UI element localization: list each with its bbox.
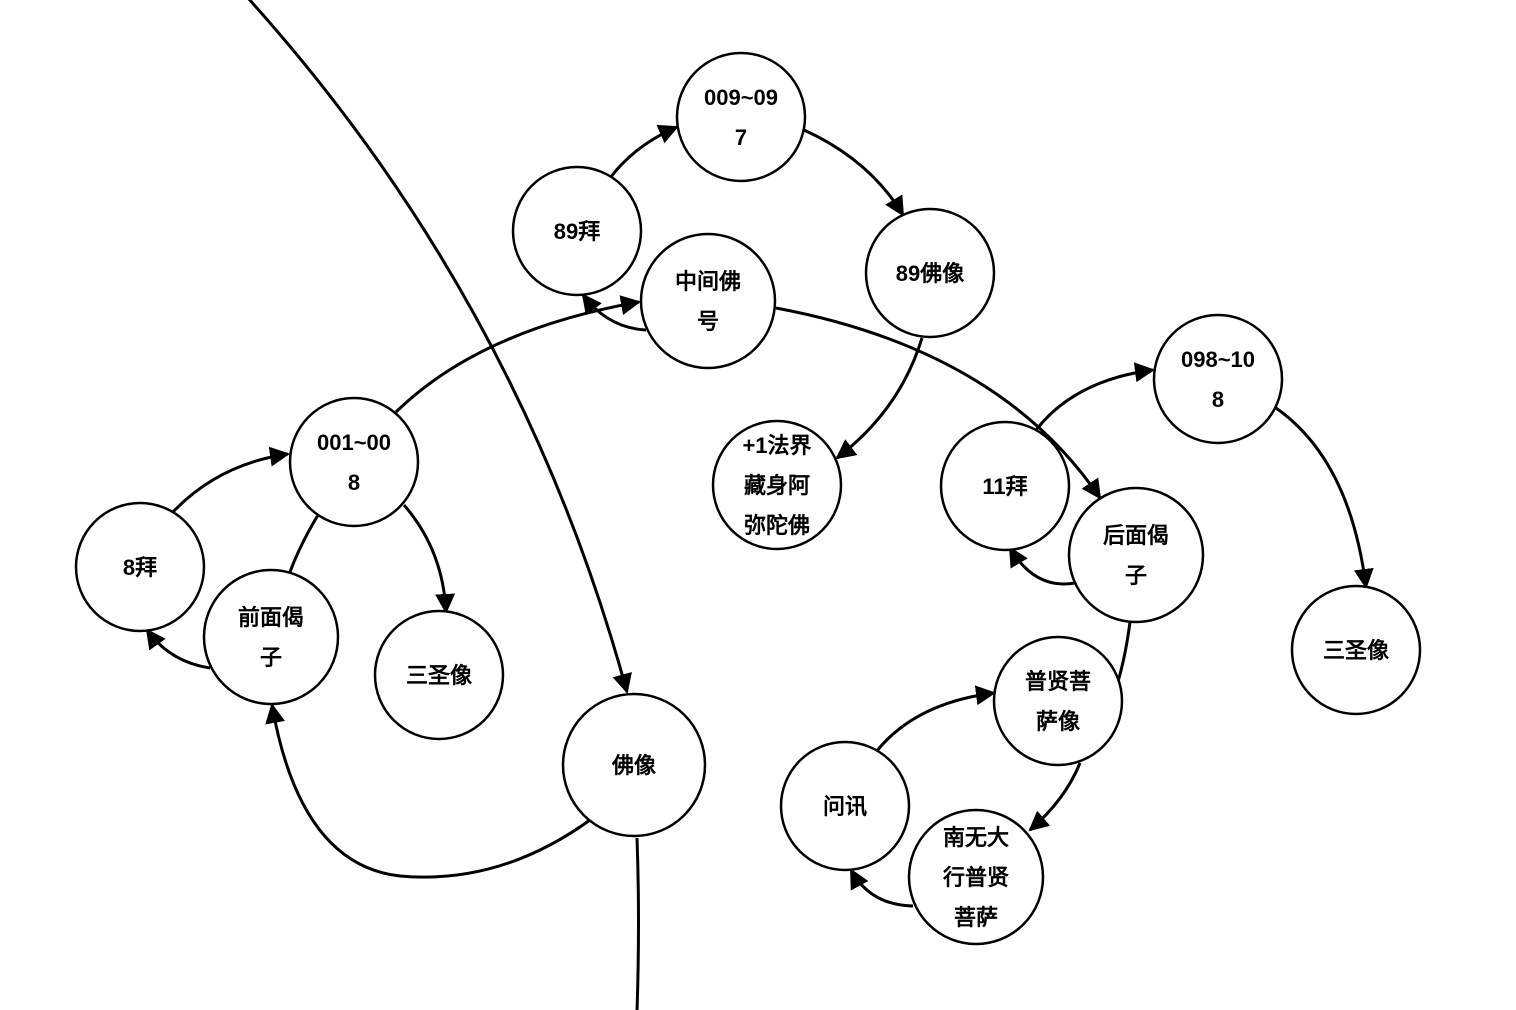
node-label-line: 号 (697, 309, 719, 334)
edge-zhongjian-to-89bai (581, 293, 647, 332)
node-001-008[interactable]: 001~00 8 (288, 396, 420, 528)
edge-89foxiang-to-fajie (835, 337, 924, 460)
node-label-11bai: 11拜 (982, 474, 1027, 499)
node-label-line: 098~10 (1181, 347, 1255, 372)
edge-puxian-to-nanwu (1028, 762, 1082, 832)
node-label-line: 三圣像 (1323, 638, 1390, 663)
node-label-line: 中间佛 (675, 269, 741, 294)
node-label-line: 7 (735, 125, 747, 150)
node-label-line: 8 (348, 470, 360, 495)
node-label-line: 菩萨 (954, 905, 998, 930)
node-label-line: 三圣像 (406, 663, 473, 688)
node-label-line: 前面偈 (238, 605, 304, 630)
edge-foxiang-to-qianmian (265, 703, 591, 879)
edge-backbone-bottom (635, 837, 640, 1010)
node-label-line: 问讯 (823, 794, 867, 819)
node-label-line: 弥陀佛 (744, 513, 810, 538)
node-label-foxiang: 佛像 (611, 753, 657, 778)
node-label-009-097: 009~09 7 (704, 85, 778, 150)
node-label-8bai: 8拜 (123, 555, 157, 580)
node-label-89bai: 89拜 (554, 219, 600, 244)
node-zhongjian-fohao[interactable]: 中间佛号 (639, 232, 777, 370)
node-fajie-amituofo[interactable]: +1法界藏身阿弥陀佛 (711, 419, 843, 551)
node-label-line: 子 (1125, 563, 1147, 588)
node-label-line: 8拜 (123, 555, 157, 580)
node-009-097[interactable]: 009~09 7 (675, 51, 807, 183)
node-label-sansheng-xiang-1: 三圣像 (406, 663, 473, 688)
node-label-zhongjian-fohao: 中间佛号 (675, 269, 741, 334)
node-label-line: 009~09 (704, 85, 778, 110)
node-label-houmian-jizi: 后面偈子 (1103, 523, 1169, 588)
edge-wenxun-to-puxian (874, 685, 996, 753)
node-label-line: +1法界 (742, 433, 811, 458)
edge-89bai-to-009 (608, 124, 679, 179)
edge-009-to-89foxiang (803, 128, 905, 217)
node-89foxiang[interactable]: 89佛像 (864, 207, 996, 339)
node-label-nanwu-puxian: 南无大行普贤菩萨 (942, 825, 1009, 930)
edges-group (145, 0, 1374, 1010)
node-houmian-jizi[interactable]: 后面偈子 (1067, 486, 1205, 624)
node-label-098-108: 098~10 8 (1181, 347, 1255, 412)
edge-nanwu-to-wenxun (849, 868, 914, 908)
edge-8bai-to-001 (170, 446, 290, 515)
edge-zhongjian-to-houmian (775, 306, 1102, 500)
node-wenxun[interactable]: 问讯 (779, 740, 911, 872)
edge-001-to-qianmian (288, 514, 320, 573)
edge-098-to-sansheng2 (1275, 406, 1374, 589)
edge-qianmian-to-8bai (145, 628, 211, 670)
node-label-001-008: 001~00 8 (317, 430, 391, 495)
node-label-line: 子 (260, 645, 282, 670)
edge-houmian-to-11bai (1008, 546, 1076, 586)
node-label-puxian-pusa-xiang: 普贤菩萨像 (1025, 669, 1091, 734)
node-label-line: 后面偈 (1103, 523, 1169, 548)
node-label-line: 南无大 (943, 825, 1009, 850)
node-11bai[interactable]: 11拜 (939, 420, 1071, 552)
node-89bai[interactable]: 89拜 (511, 165, 643, 297)
node-sansheng-xiang-2[interactable]: 三圣像 (1290, 584, 1422, 716)
node-label-line: 行普贤 (942, 865, 1009, 890)
node-label-wenxun: 问讯 (823, 794, 867, 819)
node-label-line: 89拜 (554, 219, 600, 244)
node-label-line: 89佛像 (896, 261, 965, 286)
edge-001-to-sansheng (402, 504, 456, 614)
node-label-89foxiang: 89佛像 (896, 261, 965, 286)
node-label-line: 8 (1212, 387, 1224, 412)
node-puxian-pusa-xiang[interactable]: 普贤菩萨像 (992, 635, 1124, 767)
node-foxiang[interactable]: 佛像 (561, 692, 707, 838)
node-8bai[interactable]: 8拜 (74, 501, 206, 633)
node-nanwu-puxian[interactable]: 南无大行普贤菩萨 (907, 808, 1045, 946)
node-label-fajie-amituofo: +1法界藏身阿弥陀佛 (742, 433, 811, 538)
node-label-line: 佛像 (611, 753, 657, 778)
node-sansheng-xiang-1[interactable]: 三圣像 (373, 609, 505, 741)
edge-11bai-to-098 (1034, 362, 1155, 431)
node-label-qianmian-jizi: 前面偈子 (238, 605, 304, 670)
node-label-line: 萨像 (1036, 709, 1081, 734)
node-label-line: 001~00 (317, 430, 391, 455)
edge-backbone-to-foxiang (247, 0, 632, 694)
node-label-line: 11拜 (982, 474, 1027, 499)
node-qianmian-jizi[interactable]: 前面偈子 (202, 568, 340, 706)
node-098-108[interactable]: 098~10 8 (1152, 313, 1284, 445)
node-label-sansheng-xiang-2: 三圣像 (1323, 638, 1390, 663)
node-label-line: 普贤菩 (1025, 669, 1091, 694)
node-label-line: 藏身阿 (744, 473, 810, 498)
